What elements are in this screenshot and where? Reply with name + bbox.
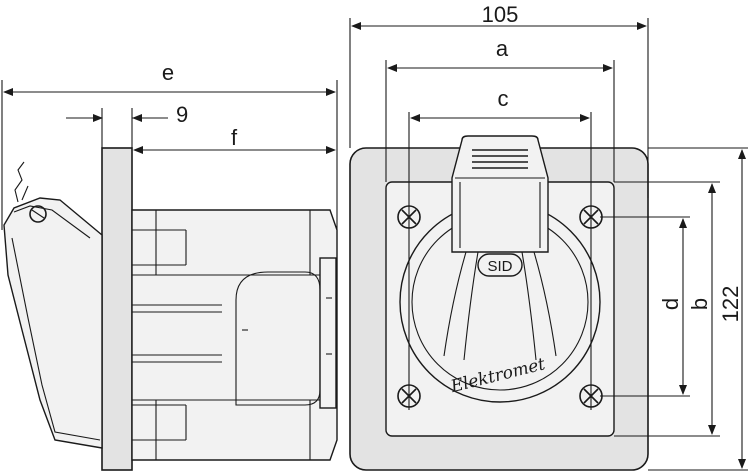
dim-label-105: 105 [482,2,519,27]
side-hinged-lid [3,197,103,449]
front-view: SID Elektromet [349,135,649,471]
side-view-dimensions: e 9 f [1,60,338,230]
dim-label-9: 9 [176,102,188,127]
dim-label-122: 122 [718,286,743,323]
side-flange-plate [101,147,133,471]
dim-label-c: c [498,86,509,111]
dim-label-a: a [496,36,509,61]
side-view [3,147,338,471]
side-hinge-screw [29,205,47,223]
dim-label-e: e [162,60,174,85]
brand-badge-label: SID [487,258,512,275]
dim-label-b: b [687,298,712,310]
dim-label-f: f [231,125,238,150]
side-socket-body [131,209,338,461]
side-lid-latch [14,161,29,203]
side-end-clamp [319,257,337,409]
front-lid [451,135,549,253]
brand-badge [477,253,523,277]
side-body-cap [235,271,321,406]
side-body-ribs [132,210,330,460]
front-view-dimensions: 105 a c d b 122 [349,2,748,471]
front-lid-grip-lines [472,149,528,169]
dim-label-d: d [658,298,683,310]
